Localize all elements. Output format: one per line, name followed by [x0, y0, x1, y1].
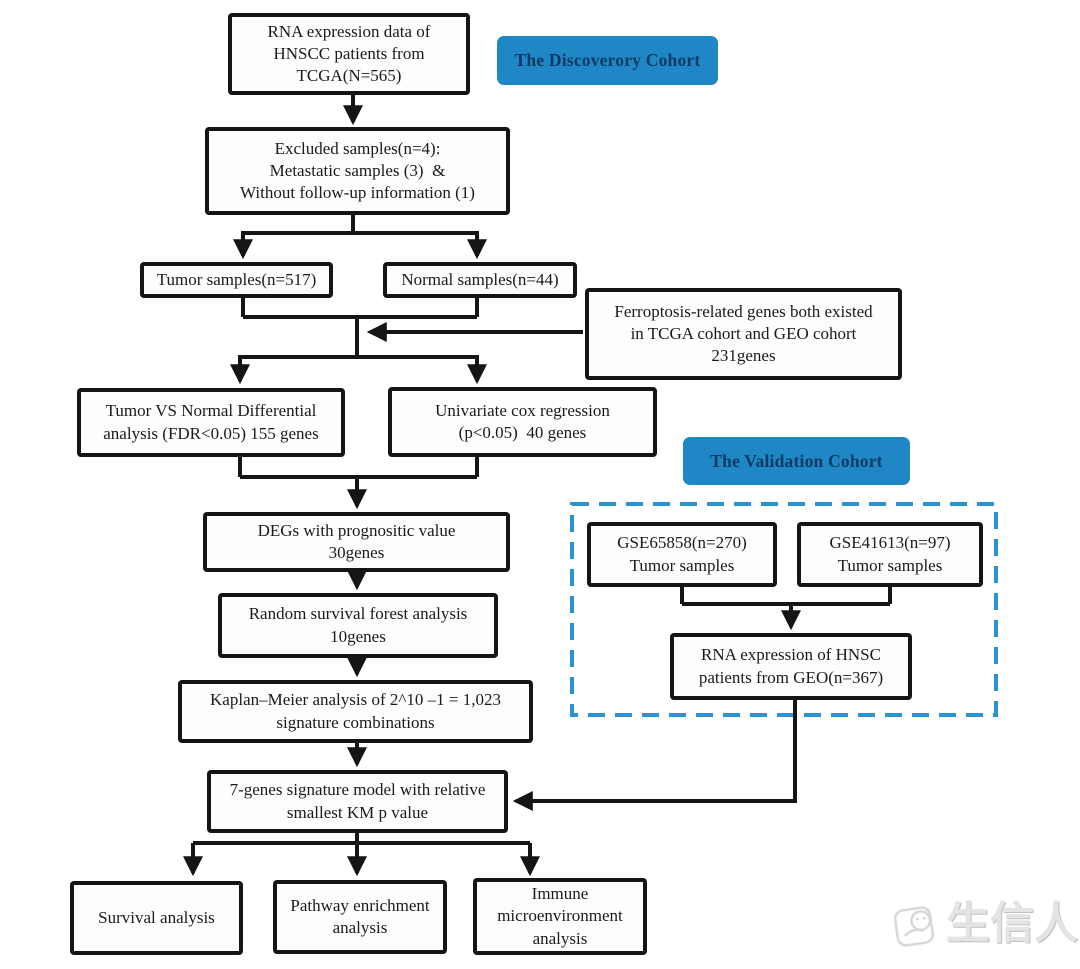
connector-analysis-merge — [238, 457, 479, 479]
node-pathway-enrichment: Pathway enrichment analysis — [273, 880, 447, 954]
mascot-icon — [893, 905, 935, 947]
discovery-cohort-label: The Discoverory Cohort — [497, 36, 718, 85]
connector-gse-merge — [680, 587, 892, 606]
node-ferroptosis-genes: Ferroptosis-related genes both existed i… — [585, 288, 902, 380]
watermark: 生信人 — [893, 886, 1078, 961]
watermark-text: 生信人 — [946, 897, 1078, 949]
node-normal-samples: Normal samples(n=44) — [383, 262, 577, 298]
connector-samples-merge — [240, 296, 479, 359]
node-degs-prognostic: DEGs with prognositic value 30genes — [203, 512, 510, 572]
node-tumor-samples: Tumor samples(n=517) — [140, 262, 333, 298]
node-immune-microenvironment: Immune microenvironment analysis — [473, 878, 647, 955]
node-tcga-data: RNA expression data of HNSCC patients fr… — [228, 13, 470, 95]
arrow-geo-model — [512, 700, 797, 811]
node-gse41613: GSE41613(n=97) Tumor samples — [797, 522, 983, 587]
node-excluded-samples: Excluded samples(n=4): Metastatic sample… — [205, 127, 510, 215]
connector-excluded-split — [243, 215, 477, 235]
node-random-survival-forest: Random survival forest analysis 10genes — [218, 593, 498, 658]
connector-model-split — [193, 833, 530, 845]
node-univariate-cox: Univariate cox regression (p<0.05) 40 ge… — [388, 387, 657, 457]
node-gse65858: GSE65858(n=270) Tumor samples — [587, 522, 777, 587]
node-geo-expression: RNA expression of HNSC patients from GEO… — [670, 633, 912, 700]
node-kaplan-meier: Kaplan–Meier analysis of 2^10 –1 = 1,023… — [178, 680, 533, 743]
node-differential-analysis: Tumor VS Normal Differential analysis (F… — [77, 388, 345, 457]
node-survival-analysis: Survival analysis — [70, 881, 243, 955]
node-seven-gene-model: 7-genes signature model with relative sm… — [207, 770, 508, 833]
validation-cohort-label: The Validation Cohort — [683, 437, 910, 485]
